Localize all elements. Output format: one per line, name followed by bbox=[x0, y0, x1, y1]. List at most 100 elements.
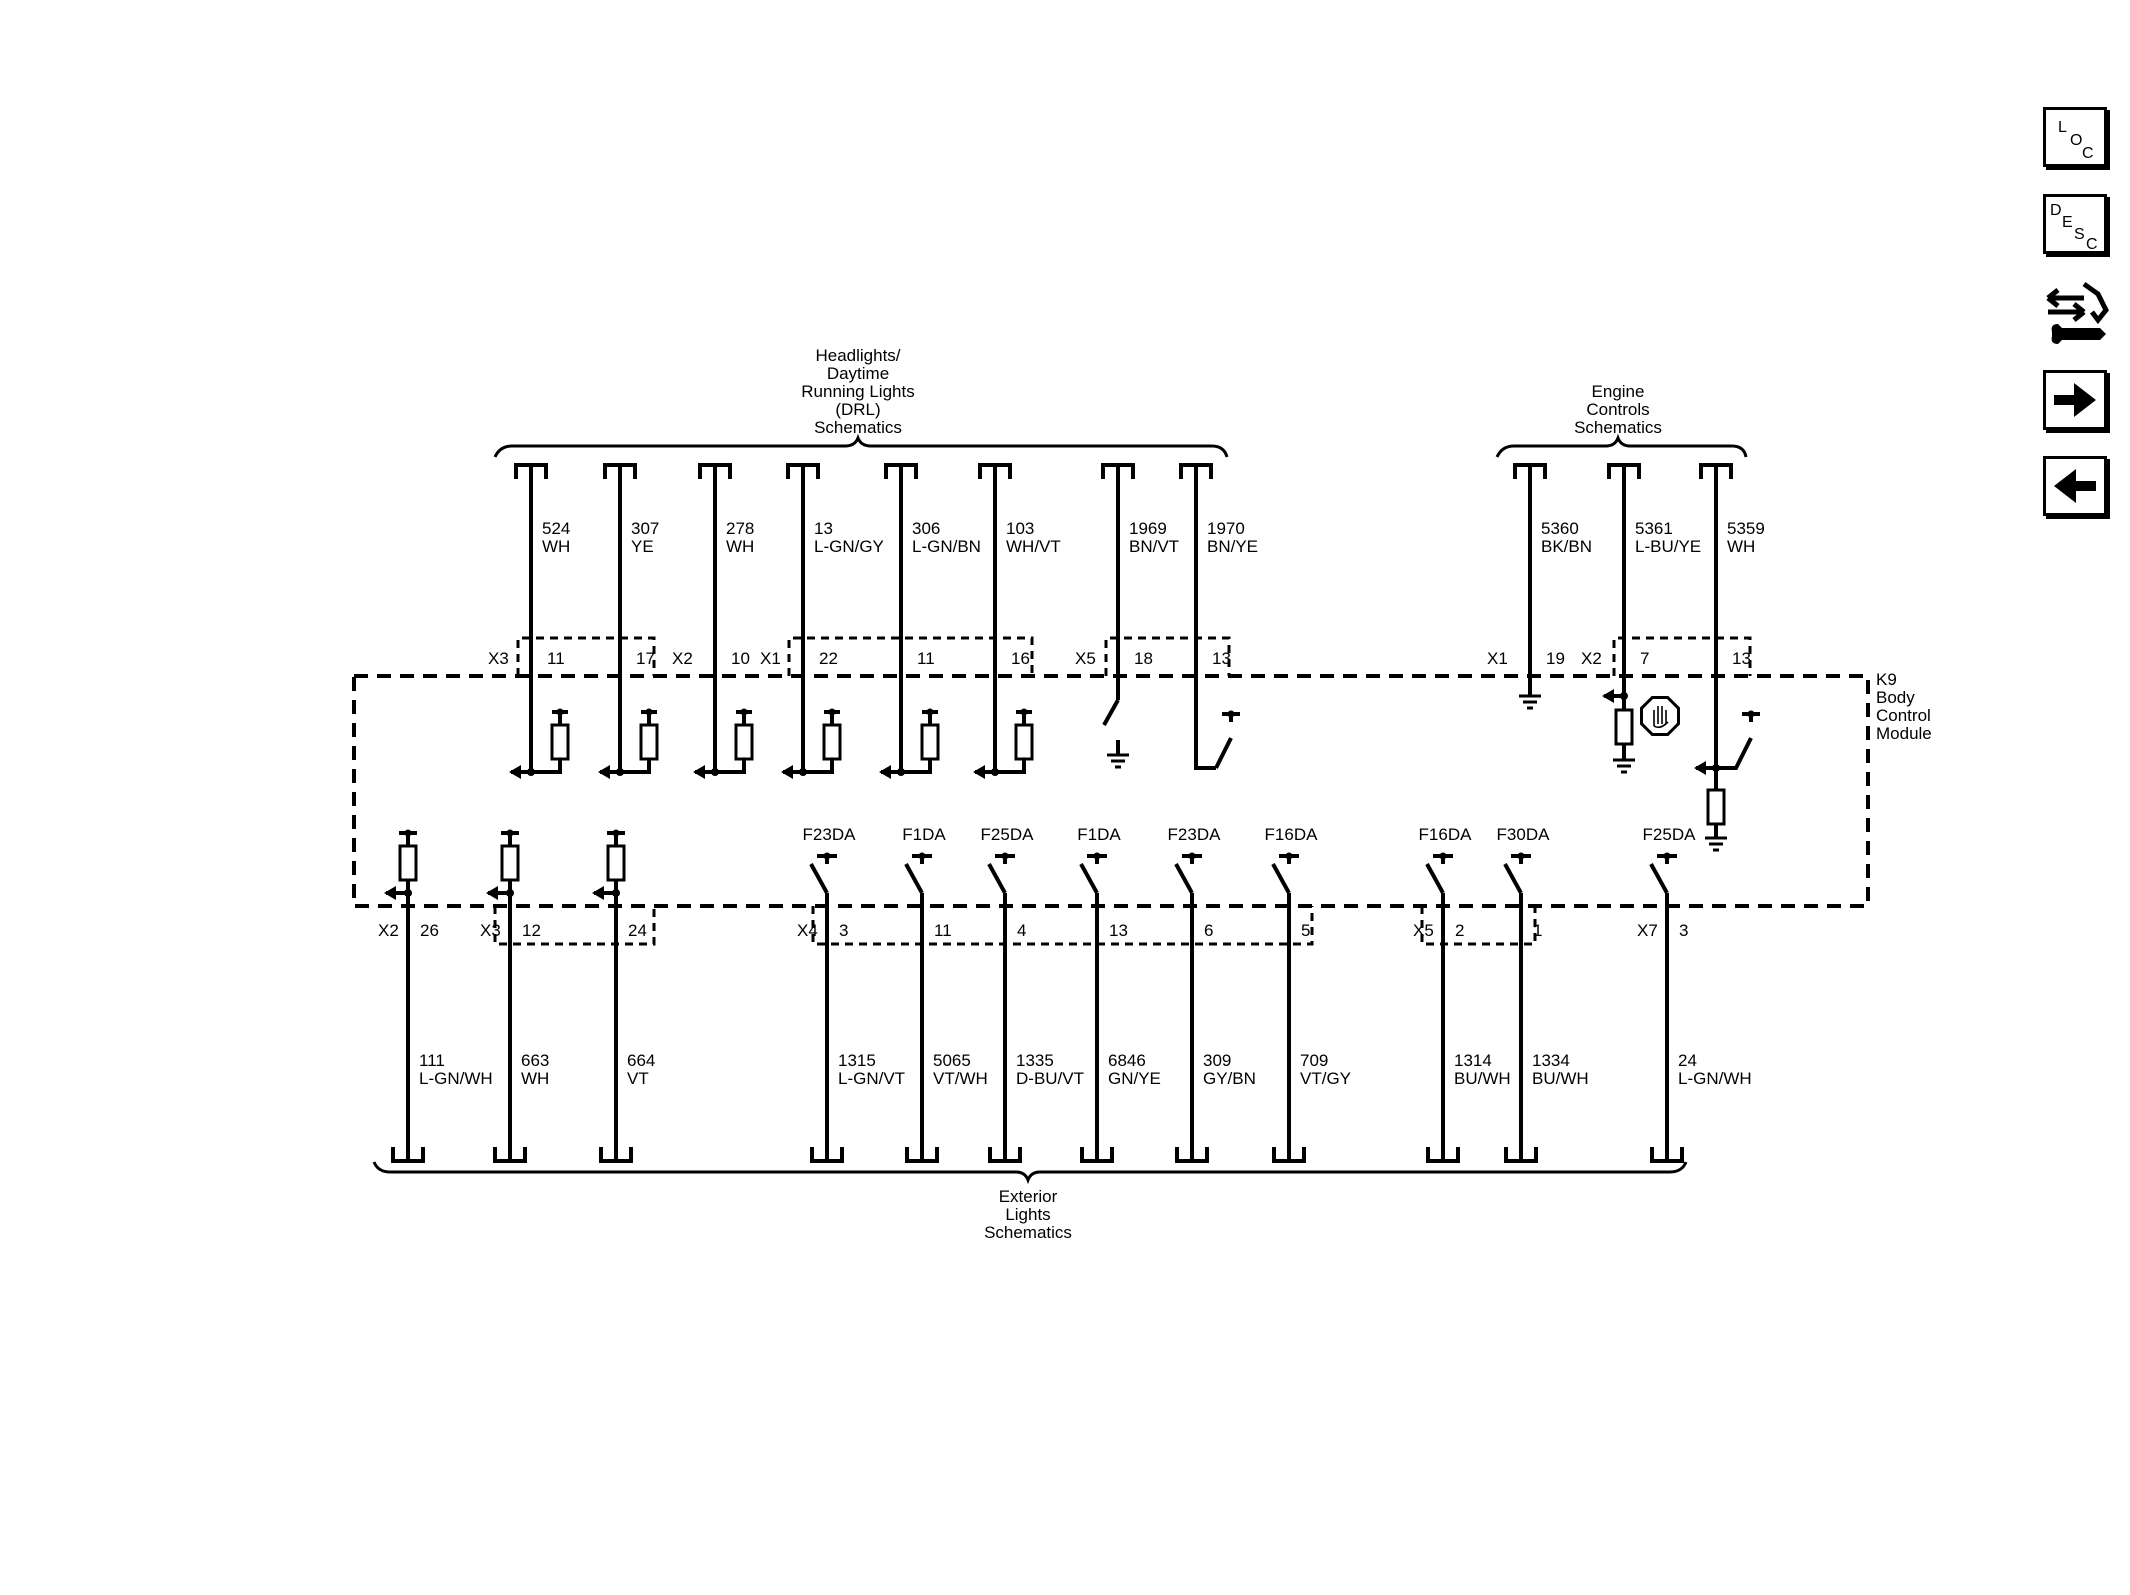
pin-number: 18 bbox=[1134, 649, 1153, 668]
svg-text:L: L bbox=[2058, 119, 2067, 136]
connector-id: X3 bbox=[480, 921, 501, 940]
wire-color: L-GN/WH bbox=[419, 1069, 493, 1088]
connector-id: X5 bbox=[1413, 921, 1434, 940]
wire-color: BU/WH bbox=[1454, 1069, 1511, 1088]
desc-button[interactable]: D E S C bbox=[2043, 194, 2107, 254]
resistor bbox=[606, 844, 626, 882]
svg-text:Body: Body bbox=[1876, 688, 1915, 707]
ground-symbol bbox=[1613, 758, 1635, 774]
connector-id: X1 bbox=[1487, 649, 1508, 668]
wire-color: WH bbox=[1727, 537, 1755, 556]
resistor-lead bbox=[715, 759, 746, 774]
node-dot bbox=[823, 852, 831, 860]
reference-engine-controls[interactable]: Engine Controls Schematics bbox=[1574, 382, 1662, 437]
node-dot bbox=[506, 829, 514, 837]
pin-number: 22 bbox=[819, 649, 838, 668]
svg-text:Schematics: Schematics bbox=[984, 1223, 1072, 1242]
node-dot bbox=[1517, 852, 1525, 860]
input-arrow bbox=[781, 765, 793, 779]
switch bbox=[809, 854, 837, 894]
svg-text:Lights: Lights bbox=[1005, 1205, 1050, 1224]
loc-button[interactable]: L O C bbox=[2043, 107, 2107, 167]
ground-symbol bbox=[1107, 753, 1129, 769]
resistor-lead bbox=[901, 759, 932, 774]
bottom-wires: 111L-GN/WH26X2663WH12X3664VT241315L-GN/V… bbox=[378, 825, 1752, 1163]
pin-number: 13 bbox=[1109, 921, 1128, 940]
resistor-lead bbox=[803, 759, 834, 774]
node-dot bbox=[918, 852, 926, 860]
input-arrow bbox=[1694, 761, 1706, 775]
pin-number: 13 bbox=[1732, 649, 1751, 668]
svg-text:D: D bbox=[2050, 202, 2062, 219]
wire-color: WH/VT bbox=[1006, 537, 1061, 556]
wire-color: BU/WH bbox=[1532, 1069, 1589, 1088]
circuit-number: 309 bbox=[1203, 1051, 1231, 1070]
module-label: K9 Body Control Module bbox=[1876, 670, 1932, 743]
wire-color: WH bbox=[726, 537, 754, 556]
connector-id: X1 bbox=[760, 649, 781, 668]
arrow-right-icon bbox=[2054, 383, 2096, 417]
diagnostic-wrench-icon bbox=[2046, 281, 2109, 344]
resistor-lead bbox=[995, 759, 1026, 774]
desc-icon: D E S C bbox=[2050, 202, 2098, 253]
diagnostic-button[interactable] bbox=[2040, 276, 2112, 348]
svg-text:Schematics: Schematics bbox=[814, 418, 902, 437]
input-arrow bbox=[1602, 689, 1614, 703]
svg-text:(DRL): (DRL) bbox=[835, 400, 880, 419]
connector-id: X2 bbox=[1581, 649, 1602, 668]
reference-headlights-drl[interactable]: Headlights/ Daytime Running Lights (DRL)… bbox=[801, 346, 914, 437]
next-button[interactable] bbox=[2043, 370, 2107, 430]
wire-color: L-GN/BN bbox=[912, 537, 981, 556]
switch bbox=[1174, 854, 1202, 894]
svg-text:O: O bbox=[2070, 132, 2082, 149]
wire-color: L-GN/WH bbox=[1678, 1069, 1752, 1088]
resistor bbox=[550, 723, 570, 761]
resistor-lead bbox=[620, 759, 651, 774]
wire-color: YE bbox=[631, 537, 654, 556]
circuit-number: 307 bbox=[631, 519, 659, 538]
fuse-label: F25DA bbox=[981, 825, 1035, 844]
wire-line bbox=[1194, 465, 1216, 770]
resistor bbox=[734, 723, 754, 761]
node-dot bbox=[404, 829, 412, 837]
pin-number: 16 bbox=[1011, 649, 1030, 668]
pin-number: 3 bbox=[839, 921, 848, 940]
top-wires: 524WH11X3307YE17278WH10X213L-GN/GY22X130… bbox=[488, 463, 1765, 852]
reference-exterior-lights[interactable]: Exterior Lights Schematics bbox=[984, 1187, 1072, 1242]
connector-id: X5 bbox=[1075, 649, 1096, 668]
node-dot bbox=[828, 708, 836, 716]
circuit-number: 5065 bbox=[933, 1051, 971, 1070]
pin-number: 24 bbox=[628, 921, 647, 940]
pin-number: 17 bbox=[636, 649, 655, 668]
node-dot bbox=[1227, 710, 1235, 718]
circuit-number: 6846 bbox=[1108, 1051, 1146, 1070]
switch bbox=[1425, 854, 1453, 894]
circuit-number: 1969 bbox=[1129, 519, 1167, 538]
circuit-number: 111 bbox=[419, 1051, 445, 1070]
switch bbox=[1214, 712, 1240, 769]
pin-number: 19 bbox=[1546, 649, 1565, 668]
pin-number: 4 bbox=[1017, 921, 1026, 940]
node-dot bbox=[1188, 852, 1196, 860]
circuit-number: 663 bbox=[521, 1051, 549, 1070]
connector-id: X2 bbox=[378, 921, 399, 940]
arrow-left-icon bbox=[2054, 469, 2096, 503]
input-arrow bbox=[598, 765, 610, 779]
brace-exterior-lights bbox=[372, 1161, 1688, 1185]
node-dot bbox=[612, 829, 620, 837]
previous-button[interactable] bbox=[2043, 456, 2107, 516]
hand-icon bbox=[1653, 706, 1669, 729]
wire-color: L-BU/YE bbox=[1635, 537, 1701, 556]
svg-text:E: E bbox=[2062, 214, 2073, 231]
pin-number: 5 bbox=[1301, 921, 1310, 940]
circuit-number: 524 bbox=[542, 519, 570, 538]
pin-number: 26 bbox=[420, 921, 439, 940]
circuit-number: 24 bbox=[1678, 1051, 1697, 1070]
circuit-number: 1970 bbox=[1207, 519, 1245, 538]
